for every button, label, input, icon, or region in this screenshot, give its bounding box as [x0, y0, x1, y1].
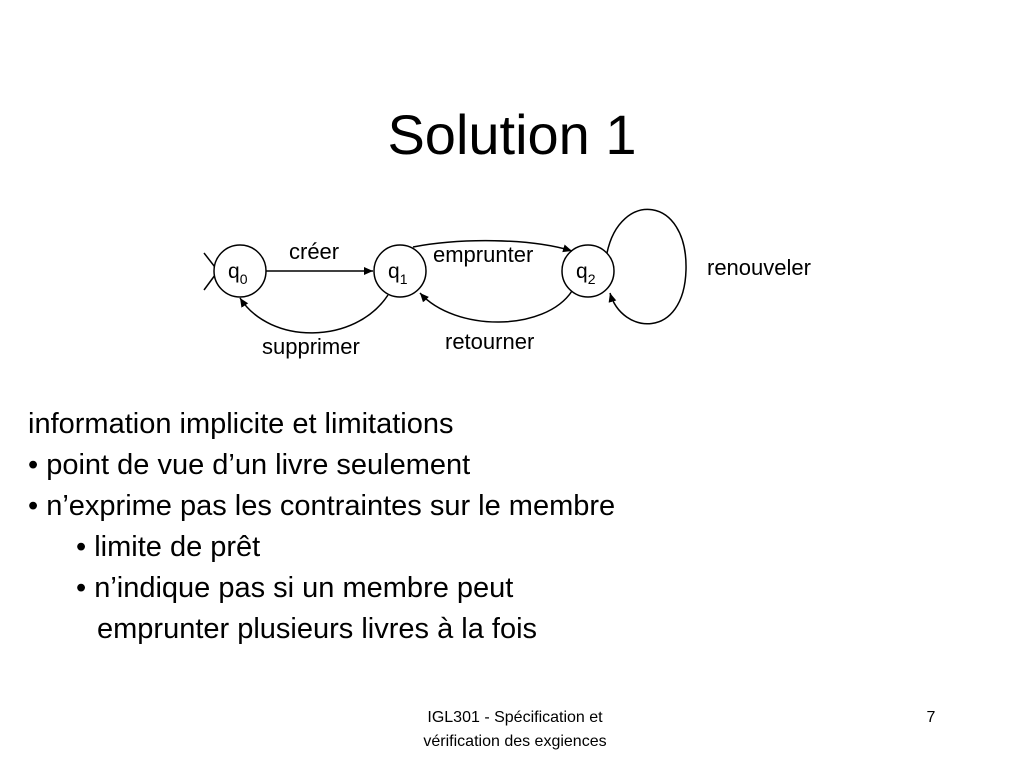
transition-retourner-arrow: [419, 290, 573, 323]
page-number: 7: [926, 709, 936, 726]
label-supprimer: supprimer: [262, 334, 360, 359]
svg-text:q0: q0: [228, 260, 248, 287]
sub-bullet-2-continuation: emprunter plusieurs livres à la fois: [97, 613, 538, 645]
label-retourner: retourner: [445, 329, 534, 354]
state-q0-subscript: 0: [240, 271, 248, 287]
footer-line-1: IGL301 - Spécification et: [427, 709, 603, 726]
body-heading: information implicite et limitations: [28, 408, 454, 440]
slide-footer: IGL301 - Spécification et vérification d…: [390, 706, 640, 754]
transition-emprunter-arrow: [412, 239, 573, 253]
label-creer: créer: [289, 239, 339, 264]
bullet-1: • point de vue d’un livre seulement: [28, 449, 471, 481]
state-q2-name: q: [576, 260, 588, 283]
transition-renouveler-loop: [606, 208, 687, 325]
bullet-2: • n’exprime pas les contraintes sur le m…: [28, 490, 616, 522]
state-q0-name: q: [228, 260, 240, 283]
svg-text:q1: q1: [388, 260, 408, 287]
transition-supprimer-arrow: [239, 294, 389, 334]
svg-text:q2: q2: [576, 260, 596, 287]
state-q2-subscript: 2: [588, 271, 596, 287]
label-renouveler: renouveler: [707, 255, 811, 280]
sub-bullet-1: • limite de prêt: [76, 531, 261, 563]
state-q1-name: q: [388, 260, 400, 283]
state-q1: q1: [373, 244, 427, 298]
slide-body: information implicite et limitations • p…: [28, 404, 615, 650]
state-q1-subscript: 1: [400, 271, 408, 287]
slide-title: Solution 1: [387, 103, 637, 166]
state-q0: q0: [213, 244, 267, 298]
sub-bullet-2: • n’indique pas si un membre peut: [76, 572, 514, 604]
footer-line-2: vérification des exgiences: [423, 733, 607, 750]
state-q2: q2: [561, 244, 615, 298]
label-emprunter: emprunter: [433, 242, 533, 267]
